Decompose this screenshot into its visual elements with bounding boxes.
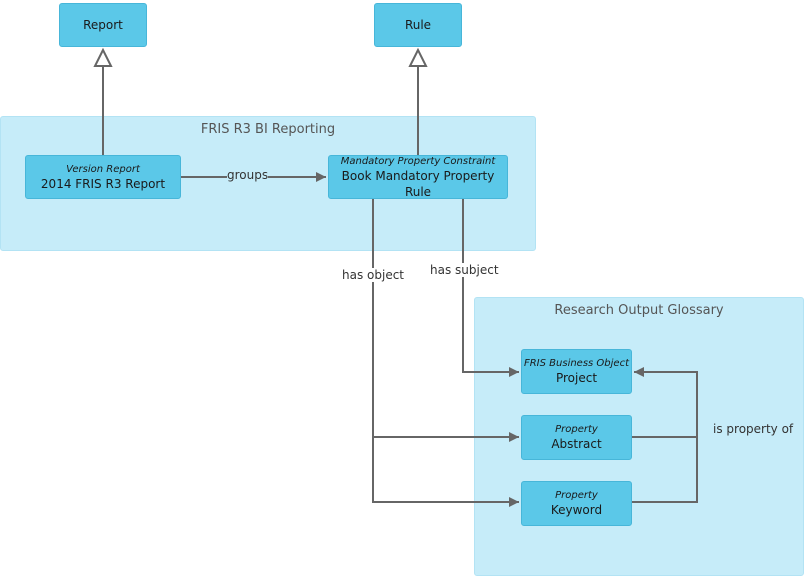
node-name: 2014 FRIS R3 Report: [40, 176, 166, 191]
edge-label-is-property-of: is property of: [713, 422, 794, 436]
node-stereotype: Version Report: [66, 163, 140, 175]
node-name: Abstract: [551, 437, 602, 451]
node-project[interactable]: FRIS Business Object Project: [521, 349, 632, 394]
node-stereotype: Property: [555, 490, 598, 501]
edge-label-groups: groups: [227, 168, 269, 182]
node-name: Rule: [404, 18, 432, 32]
node-stereotype: Mandatory Property Constraint: [340, 155, 496, 167]
node-name: Keyword: [550, 503, 603, 517]
node-name: Book Mandatory Property Rule: [341, 168, 495, 199]
has-subject-edge: [462, 199, 519, 377]
has-object-edge-abstract: [372, 199, 519, 442]
node-keyword[interactable]: Property Keyword: [521, 481, 632, 526]
node-version-report[interactable]: Version Report 2014 FRIS R3 Report: [25, 155, 181, 199]
is-property-of-edge-keyword: [632, 437, 698, 503]
node-abstract[interactable]: Property Abstract: [521, 415, 632, 460]
generalization-arrowhead-rule: [408, 47, 428, 67]
edge-label-has-subject: has subject: [430, 263, 499, 277]
node-report[interactable]: Report: [59, 3, 147, 47]
group-title: Research Output Glossary: [554, 303, 724, 318]
node-rule[interactable]: Rule: [374, 3, 462, 47]
node-stereotype: FRIS Business Object: [523, 358, 630, 369]
group-title: FRIS R3 BI Reporting: [200, 122, 336, 137]
node-name: Report: [83, 18, 123, 32]
node-mandatory-property-rule[interactable]: Mandatory Property Constraint Book Manda…: [328, 155, 508, 199]
has-object-edge-keyword: [372, 437, 519, 507]
edge-label-has-object: has object: [342, 268, 405, 282]
node-name: Project: [555, 371, 598, 385]
node-stereotype: Property: [555, 424, 598, 435]
is-property-of-edge-abstract: [632, 367, 698, 438]
generalization-arrowhead-report: [93, 47, 113, 67]
